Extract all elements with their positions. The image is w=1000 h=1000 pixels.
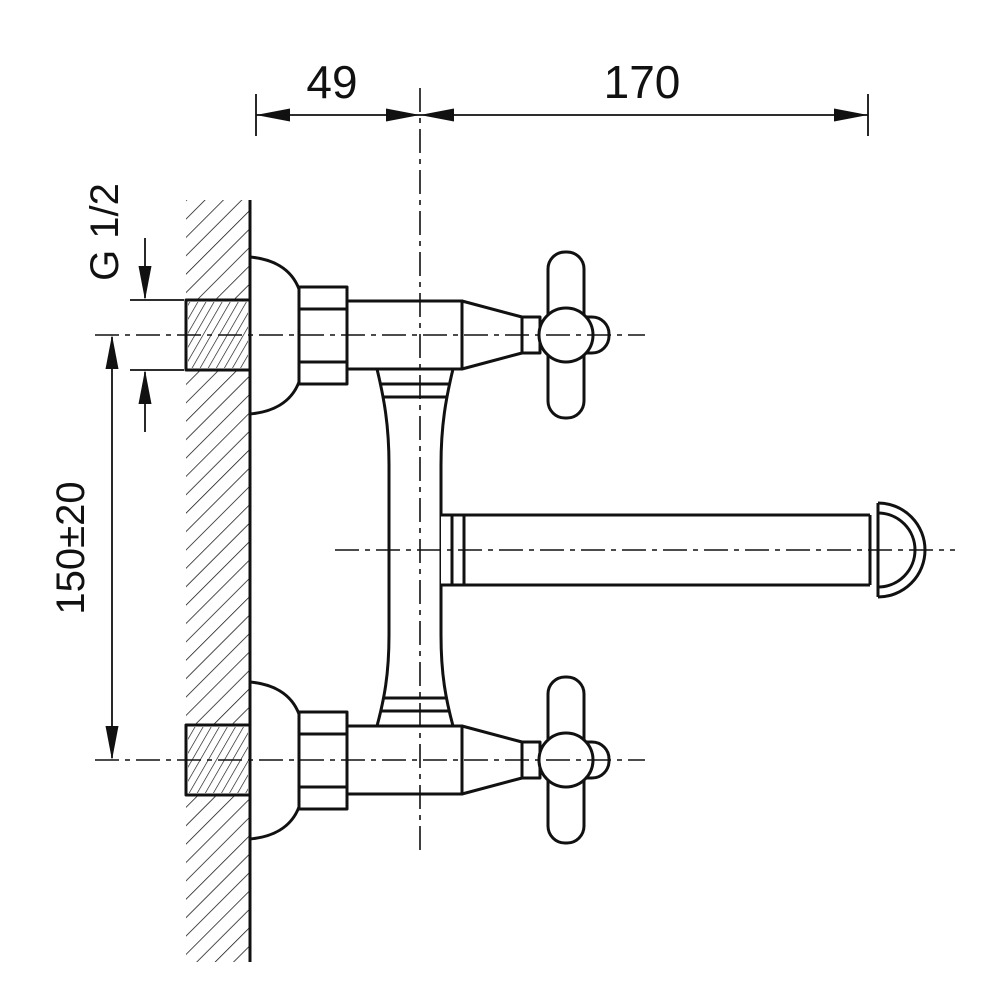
dimension-spout-length: 170 [420, 56, 869, 136]
arrowhead-left [420, 108, 454, 122]
arrowhead-right [834, 108, 868, 122]
dimension-label-170: 170 [604, 56, 681, 108]
arrowhead-right [386, 108, 420, 122]
arrowhead-left [256, 108, 290, 122]
central-column [375, 367, 455, 728]
dimension-wall-to-axis: 49 [255, 56, 420, 136]
dimension-label-g12: G 1/2 [83, 183, 127, 281]
dimension-label-150: 150±20 [49, 481, 93, 614]
arrowhead-down [105, 726, 119, 760]
arrowhead-up [138, 370, 152, 404]
faucet [184, 250, 927, 845]
dimension-inlet-spacing: 150±20 [49, 335, 119, 760]
arrowhead-up [105, 335, 119, 369]
dimension-label-49: 49 [306, 56, 357, 108]
dimension-thread-size: G 1/2 [83, 183, 184, 432]
arrowhead-down [138, 266, 152, 300]
centerlines [95, 88, 955, 852]
